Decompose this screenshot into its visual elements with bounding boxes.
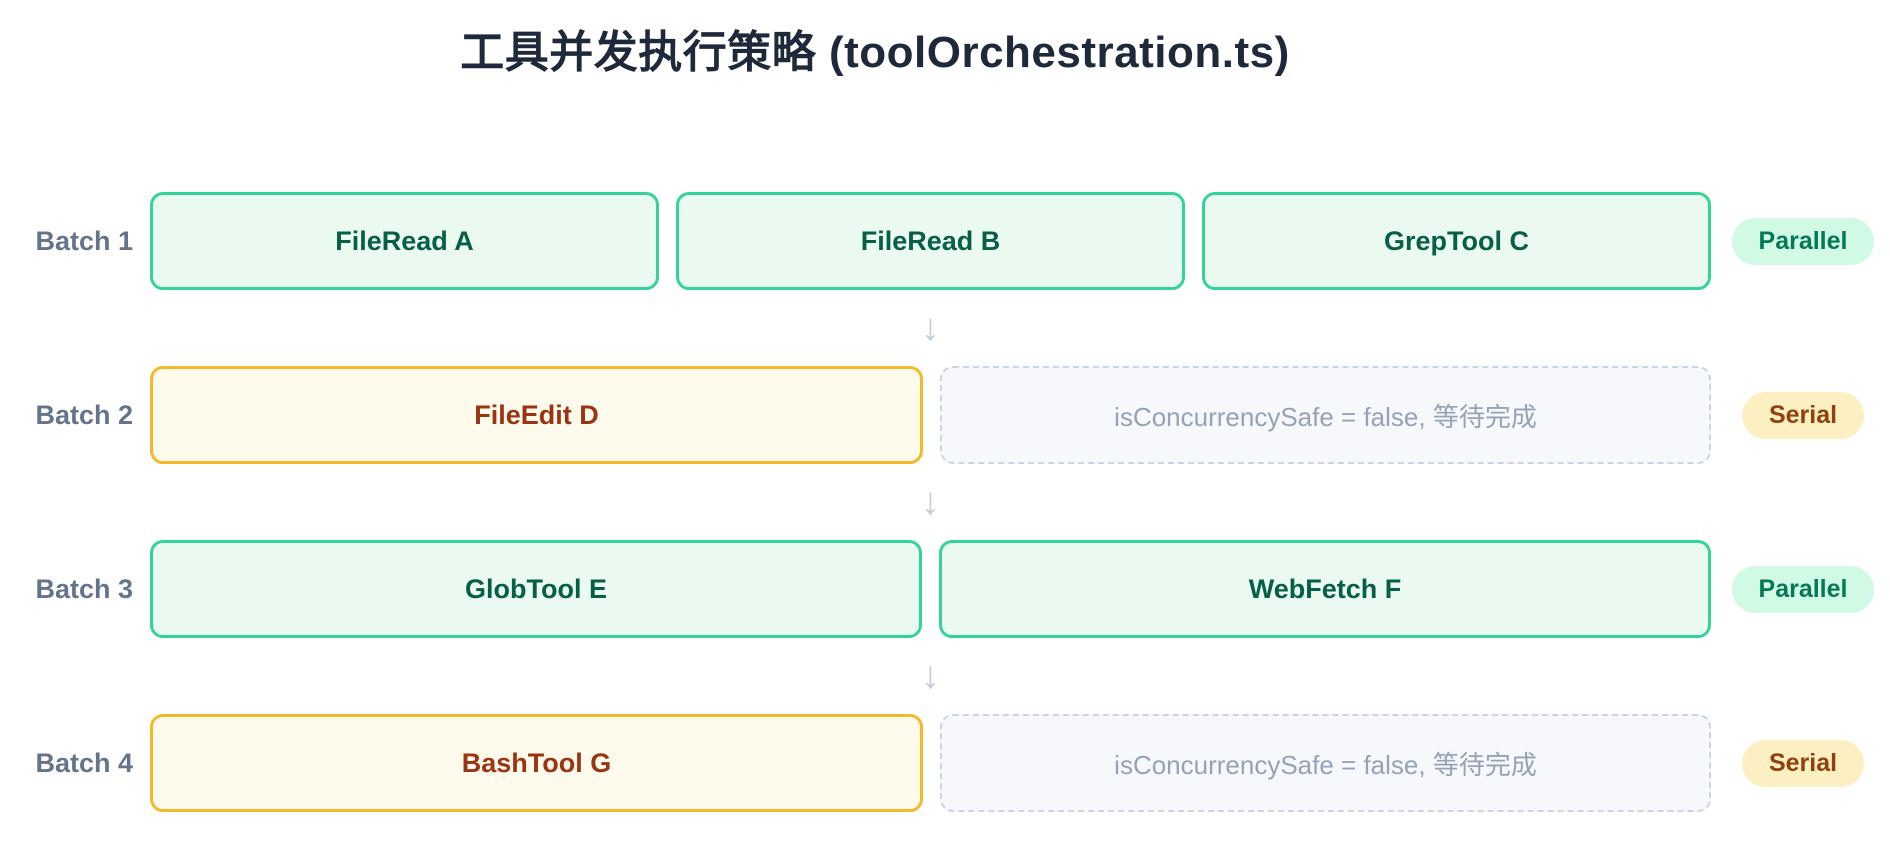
serial-badge-1: Serial [1741, 391, 1865, 439]
down-arrow-icon: ↓ [921, 307, 940, 349]
task-box-bashtool-g: BashTool G [150, 714, 923, 812]
parallel-badge-2: Parallel [1731, 565, 1875, 613]
mode-badge-col-4: Serial [1728, 714, 1878, 812]
down-arrow-icon: ↓ [921, 655, 940, 697]
mode-badge-col-3: Parallel [1728, 540, 1878, 638]
batch-row-1: Batch 1 FileRead A FileRead B GrepTool C… [0, 192, 1890, 290]
connector-label-spacer [0, 464, 133, 540]
batch-diagram: Batch 1 FileRead A FileRead B GrepTool C… [0, 192, 1890, 812]
serial-badge-2: Serial [1741, 739, 1865, 787]
batch-row-2: Batch 2 FileEdit D isConcurrencySafe = f… [0, 366, 1890, 464]
task-box-fileread-b: FileRead B [676, 192, 1185, 290]
connector-3: ↓ [0, 638, 1890, 714]
wait-box-1: isConcurrencySafe = false, 等待完成 [940, 366, 1711, 464]
page-title: 工具并发执行策略 (toolOrchestration.ts) [460, 28, 1290, 77]
down-arrow-icon: ↓ [921, 481, 940, 523]
connector-1: ↓ [0, 290, 1890, 366]
task-box-webfetch-f: WebFetch F [939, 540, 1711, 638]
task-box-fileedit-d: FileEdit D [150, 366, 923, 464]
connector-arrow-area: ↓ [150, 638, 1711, 714]
task-box-globtool-e: GlobTool E [150, 540, 922, 638]
batch-label-1: Batch 1 [35, 225, 133, 256]
connector-badge-spacer [1728, 290, 1878, 366]
mode-badge-col-1: Parallel [1728, 192, 1878, 290]
batch-row-4: Batch 4 BashTool G isConcurrencySafe = f… [0, 714, 1890, 812]
batch-label-3: Batch 3 [35, 573, 133, 604]
connector-label-spacer [0, 638, 133, 714]
mode-badge-col-2: Serial [1728, 366, 1878, 464]
batch-label-2: Batch 2 [35, 399, 133, 430]
batch-row-3: Batch 3 GlobTool E WebFetch F Parallel [0, 540, 1890, 638]
connector-arrow-area: ↓ [150, 464, 1711, 540]
parallel-badge-1: Parallel [1731, 217, 1875, 265]
connector-label-spacer [0, 290, 133, 366]
connector-arrow-area: ↓ [150, 290, 1711, 366]
connector-badge-spacer [1728, 638, 1878, 714]
connector-2: ↓ [0, 464, 1890, 540]
batch-label-4: Batch 4 [35, 747, 133, 778]
wait-box-2: isConcurrencySafe = false, 等待完成 [940, 714, 1711, 812]
task-box-greptool-c: GrepTool C [1202, 192, 1711, 290]
connector-badge-spacer [1728, 464, 1878, 540]
task-box-fileread-a: FileRead A [150, 192, 659, 290]
